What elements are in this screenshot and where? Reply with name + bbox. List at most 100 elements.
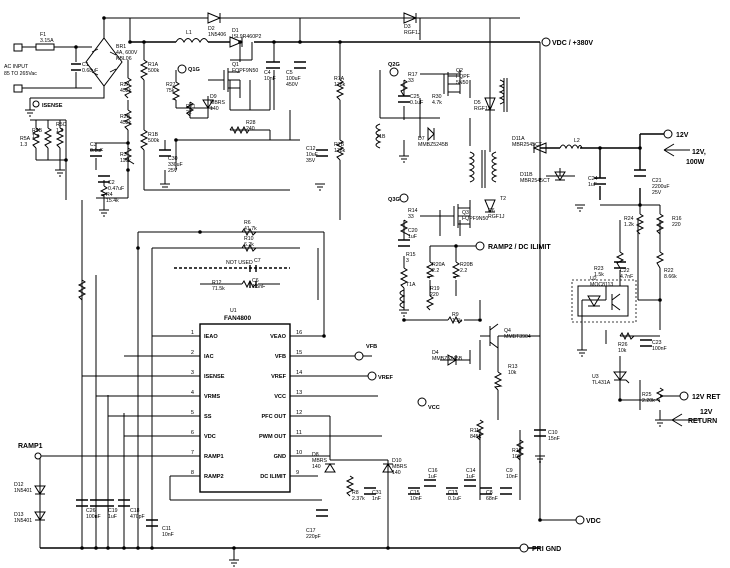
component-br1-label: KBL06 [116,56,132,62]
diode-d12 [34,485,46,495]
component-r22-label: R22 [664,268,674,274]
component-c16-label: C16 [428,468,438,474]
component-r5b-label: 1.3 [32,134,39,140]
component-u2-label: U2 [590,276,597,282]
component-c5-label: C5 [286,70,293,76]
component-r2b-label: 453k [120,120,132,126]
component-c24-label: 1uF [588,182,597,188]
component-c25-label: C25 [410,94,420,100]
component-c13-label: C13 [448,490,458,496]
component-c22-label: C22 [620,268,630,274]
component-c8-label: C8 [486,490,493,496]
component-u3-label: U3 [592,374,599,380]
component-q4-label: MMBT3904 [504,334,531,340]
component-c3-label: 0.1uF [90,148,103,154]
component-c8-label: 68nF [486,496,498,502]
mosfet-q2 [443,72,460,96]
resistors [31,59,665,497]
component-r20a-label: 2.2 [432,268,439,274]
ic-pin-name: DC ILIMIT [260,474,286,480]
component-d12-label: D12 [14,482,24,488]
component-r1b-label: 500k [148,138,160,144]
component-r10-label: R10 [244,236,254,242]
component-r13-label: 10k [508,370,517,376]
component-c5-label: 450V [286,82,299,88]
ic-pin-name: SS [204,414,212,420]
component-d7-label: MMBZ5245B [418,142,449,148]
component-r12-label: 71.5k [212,286,225,292]
component-r23-label: R23 [594,266,604,272]
component-r2a-label: 453k [120,88,132,94]
diode-d1 [229,36,244,48]
fuse-f1 [35,43,55,51]
component-r24-label: 1.2k [624,222,634,228]
component-c10t-label: 15nF [548,436,560,442]
component-c31-label: C31 [372,490,382,496]
component-c17-label: 220pF [306,534,321,540]
component-f1-label: F1 [40,32,46,38]
component-d4-label: D4 [432,350,439,356]
label-q1g: Q1G [188,67,200,73]
ic-pin-name: RAMP2 [204,474,224,480]
component-c18-label: C18 [130,508,140,514]
ic-ref: U1 [230,308,237,314]
component-c12-label: 10uF [306,152,318,158]
label-isense: ISENSE [42,103,63,109]
component-r5c-label: 1.3 [56,128,63,134]
component-c30-label: C30 [168,156,178,162]
capacitors [76,61,652,527]
ic-pin-number: 15 [296,350,302,356]
diode-d11 [532,142,566,181]
transformer-t1 [375,123,406,309]
component-r16-label: 220 [672,222,681,228]
opto-outline [571,279,637,323]
component-c12-label: 35V [306,158,316,164]
ic-name: FAN4800 [224,315,251,322]
component-u3-label: TL431A [592,380,611,386]
mosfet-q1 [208,68,240,92]
component-c13-label: 0.1uF [448,496,461,502]
component-f1-label: 3.15A [40,38,54,44]
ground-symbols [25,109,665,567]
component-c7-label: C7 [254,258,261,264]
component-d5-label: D5 [474,100,481,106]
component-r15-label: R15 [406,252,416,258]
component-c19-label: 1uF [108,514,117,520]
component-r2a-label: R2A [120,82,131,88]
component-c21-label: C21 [652,178,662,184]
label-vcc: VCC [428,405,440,411]
component-br1-label: BR1 [116,44,126,50]
component-r25-label: R25 [642,392,652,398]
component-q3-label: Q3 [462,210,469,216]
optocoupler-u2 [577,285,629,317]
component-c14-label: C14 [466,468,476,474]
label-q2g: Q2G [388,62,400,68]
component-c1-label: C1 [82,62,89,68]
label-12v-return-2: RETURN [688,418,717,425]
component-d2-label: 1N5406 [208,32,226,38]
component-r12-label: R12 [212,280,222,286]
ic-pin-name: VDC [204,434,216,440]
component-r26-label: 10k [618,348,627,354]
component-r11-label: 845k [470,434,482,440]
component-d10-label: D10 [392,458,402,464]
component-c16-label: 1uF [428,474,437,480]
component-r15-label: 3 [406,258,409,264]
component-c19-label: C19 [108,508,118,514]
component-c22-label: 4.7nF [620,274,633,280]
component-d13-label: 1N5401 [14,518,32,524]
component-c25-label: 0.1uF [410,100,423,106]
component-c1-label: 0.68uF [82,68,98,74]
component-d9-label: D9 [210,94,217,100]
component-r27-label: 75k [166,88,175,94]
component-r28-label: 240 [246,126,255,132]
component-c21-label: 25V [652,190,662,196]
component-c14-label: 1uF [466,474,475,480]
component-r11-label: R11 [470,428,479,434]
component-d9-label: MBRS [210,100,226,106]
component-c5-label: 100uF [286,76,301,82]
component-r26-label: R26 [618,342,628,348]
component-r30-label: R30 [432,94,442,100]
component-r5a-label: R5A [20,136,31,142]
component-r9-label: 1.5k [452,318,462,324]
